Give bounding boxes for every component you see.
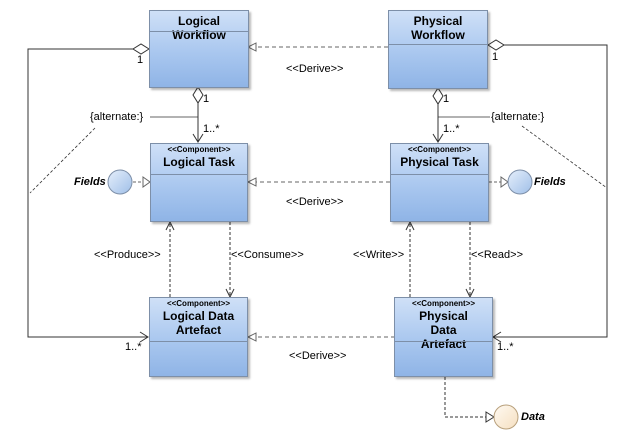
- box-separator: [150, 31, 248, 32]
- data-interface-icon: [493, 404, 519, 430]
- produce-connector: [165, 220, 175, 297]
- logical-workflow-title: Logical Workflow: [172, 14, 226, 42]
- physical-fields-label: Fields: [534, 176, 566, 188]
- consume-label: <<Consume>>: [231, 249, 304, 261]
- write-connector: [405, 220, 415, 297]
- multiplicity-pw-task-part: 1..*: [443, 123, 460, 135]
- data-label: Data: [521, 411, 545, 423]
- logical-fields-realization: [133, 176, 151, 188]
- write-label: <<Write>>: [353, 249, 405, 261]
- logical-fields-interface-icon: [107, 169, 133, 195]
- logical-task-title: Logical Task: [163, 155, 235, 169]
- physical-workflow-artefact-aggregation: [487, 39, 608, 343]
- multiplicity-pda-outer: 1..*: [497, 341, 514, 353]
- logical-workflow-box[interactable]: Logical Workflow: [149, 10, 249, 88]
- physical-fields-realization: [489, 176, 509, 188]
- multiplicity-pw-task-whole: 1: [443, 93, 450, 105]
- physical-data-artefact-box[interactable]: <<Component>> Physical Data Artefact: [394, 297, 493, 377]
- logical-data-artefact-stereotype: <<Component>>: [166, 299, 231, 308]
- derive-artefact-label: <<Derive>>: [289, 350, 347, 362]
- multiplicity-pw-outer: 1: [492, 51, 499, 63]
- alternate-constraint-left: [29, 116, 198, 194]
- derive-task-connector: [246, 177, 390, 187]
- physical-workflow-box[interactable]: Physical Workflow: [388, 10, 488, 89]
- multiplicity-lw-outer: 1: [137, 54, 144, 66]
- alternate-constraint-right: [438, 116, 608, 189]
- logical-data-artefact-title: Logical Data Artefact: [162, 309, 235, 337]
- physical-workflow-title: Physical Workflow: [411, 14, 465, 42]
- multiplicity-lda-outer: 1..*: [125, 341, 142, 353]
- logical-task-stereotype: <<Component>>: [167, 145, 231, 154]
- physical-data-artefact-stereotype: <<Component>>: [411, 299, 476, 308]
- multiplicity-lw-task-whole: 1: [203, 93, 210, 105]
- box-separator: [391, 174, 488, 175]
- logical-fields-label: Fields: [74, 176, 106, 188]
- logical-workflow-artefact-aggregation: [27, 43, 150, 343]
- derive-task-label: <<Derive>>: [286, 196, 344, 208]
- box-separator: [389, 44, 487, 45]
- derive-workflow-connector: [246, 42, 388, 52]
- physical-data-artefact-title: Physical Data Artefact: [419, 309, 468, 351]
- physical-task-title: Physical Task: [400, 155, 479, 169]
- physical-task-box[interactable]: <<Component>> Physical Task: [390, 143, 489, 222]
- physical-workflow-task-aggregation: [432, 87, 444, 143]
- derive-workflow-label: <<Derive>>: [286, 63, 344, 75]
- alternate-right-label: {alternate:}: [491, 111, 545, 123]
- physical-task-stereotype: <<Component>>: [407, 145, 472, 154]
- alternate-left-label: {alternate:}: [90, 111, 144, 123]
- logical-data-artefact-box[interactable]: <<Component>> Logical Data Artefact: [149, 297, 248, 377]
- box-separator: [151, 174, 247, 175]
- box-separator: [150, 341, 247, 342]
- data-realization: [444, 377, 495, 423]
- produce-label: <<Produce>>: [94, 249, 161, 261]
- multiplicity-lw-task-part: 1..*: [203, 123, 220, 135]
- read-label: <<Read>>: [471, 249, 523, 261]
- logical-workflow-task-aggregation: [192, 86, 204, 143]
- derive-artefact-connector: [246, 332, 395, 342]
- physical-fields-interface-icon: [507, 169, 533, 195]
- box-separator: [395, 341, 492, 342]
- logical-task-box[interactable]: <<Component>> Logical Task: [150, 143, 248, 222]
